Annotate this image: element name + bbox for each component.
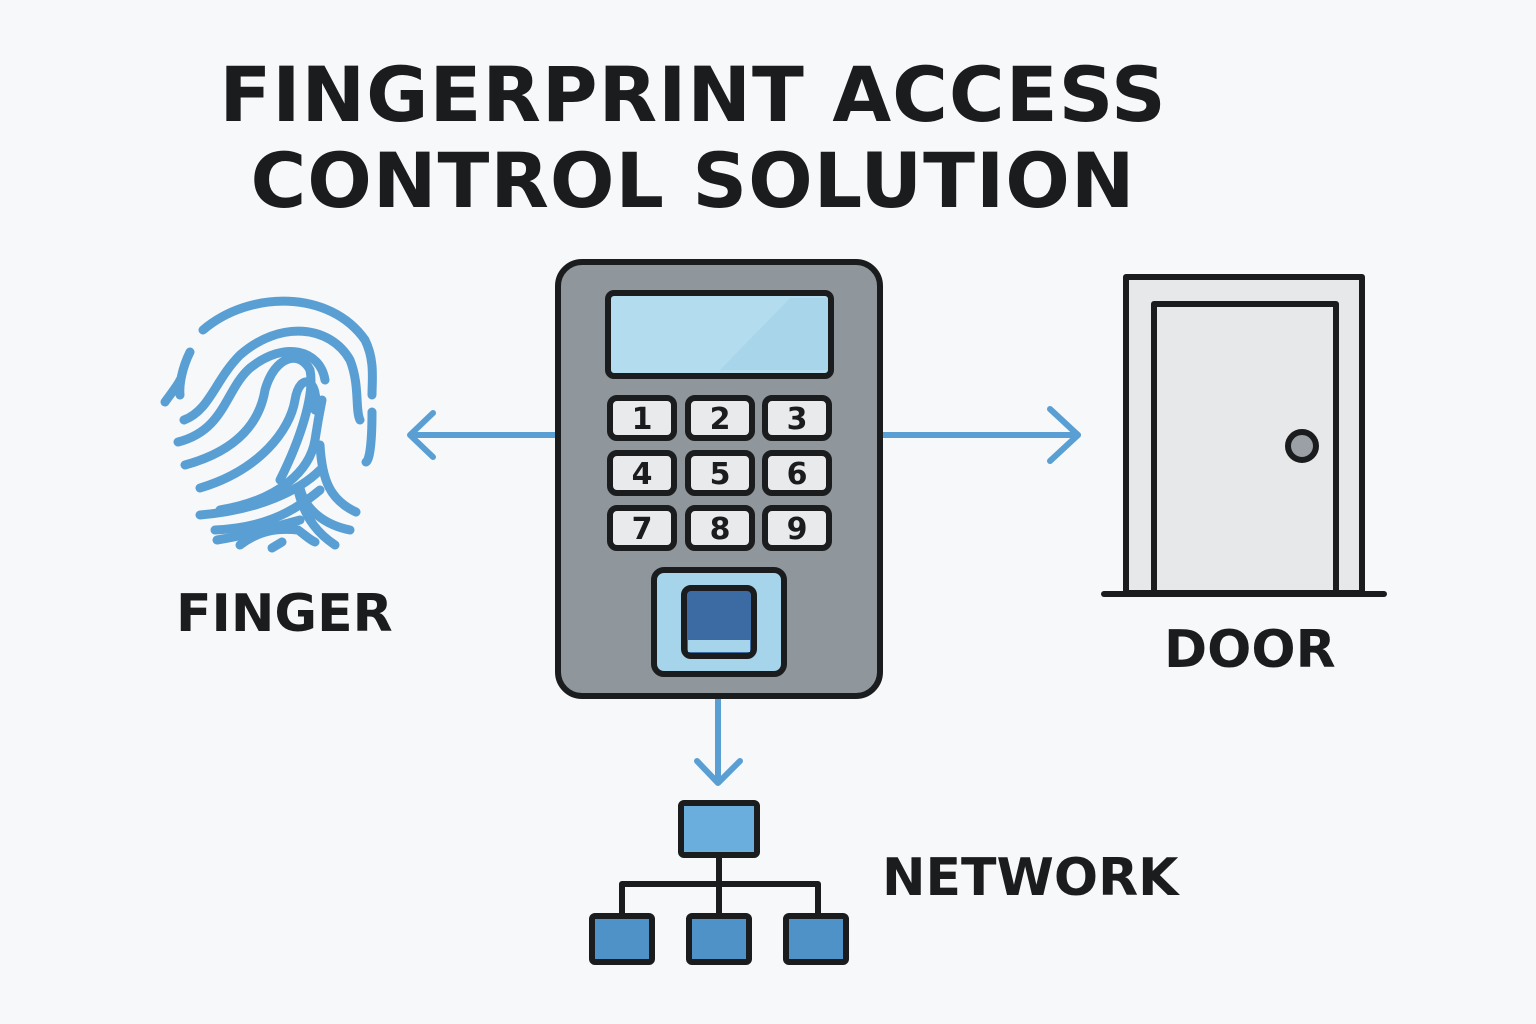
title-line-2: CONTROL SOLUTION <box>250 136 1136 225</box>
keypad-key-2[interactable]: 2 <box>685 395 755 441</box>
keypad-key-4[interactable]: 4 <box>607 450 677 496</box>
arrow-to-finger <box>407 410 560 460</box>
keypad-key-5[interactable]: 5 <box>685 450 755 496</box>
keypad-key-3[interactable]: 3 <box>762 395 832 441</box>
keypad-key-label: 5 <box>710 457 731 492</box>
keypad-key-label: 3 <box>787 402 808 437</box>
keypad-key-label: 1 <box>632 402 653 437</box>
door-label: DOOR <box>1164 620 1336 680</box>
keypad-key-8[interactable]: 8 <box>685 505 755 551</box>
keypad-key-7[interactable]: 7 <box>607 505 677 551</box>
arrow-to-network <box>694 695 743 786</box>
keypad-key-1[interactable]: 1 <box>607 395 677 441</box>
keypad-key-label: 7 <box>632 512 653 547</box>
keypad-key-9[interactable]: 9 <box>762 505 832 551</box>
finger-label: FINGER <box>176 584 393 644</box>
keypad-key-label: 9 <box>787 512 808 547</box>
diagram-title: FINGERPRINT ACCESS CONTROL SOLUTION <box>0 52 1536 224</box>
title-line-1: FINGERPRINT ACCESS <box>219 50 1167 139</box>
keypad-key-6[interactable]: 6 <box>762 450 832 496</box>
network-node <box>589 913 655 965</box>
keypad-key-label: 8 <box>710 512 731 547</box>
keypad: 1 2 3 4 5 6 7 8 9 <box>607 395 832 551</box>
fingerprint-sensor <box>651 567 787 677</box>
keypad-key-label: 2 <box>710 402 731 437</box>
door-icon <box>1101 274 1387 597</box>
fingerprint-icon <box>160 296 377 553</box>
keypad-key-label: 6 <box>787 457 808 492</box>
arrow-to-door <box>877 406 1081 464</box>
network-icon <box>589 800 849 965</box>
network-node <box>686 913 752 965</box>
network-hub-node <box>678 800 760 858</box>
keypad-key-label: 4 <box>632 457 653 492</box>
network-label: NETWORK <box>882 848 1179 908</box>
network-node <box>783 913 849 965</box>
